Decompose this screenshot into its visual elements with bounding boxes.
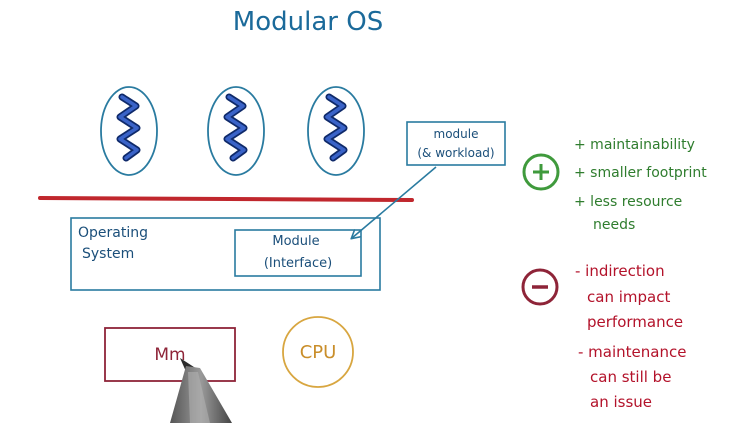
pros-item-4: needs <box>593 217 635 233</box>
operating-system-box: Operating System <box>70 217 381 291</box>
pros-item-2: + smaller footprint <box>574 165 707 181</box>
cons-item-6: an issue <box>590 393 652 411</box>
module-interface-line2: (Interface) <box>264 256 332 271</box>
process-3 <box>307 86 365 176</box>
process-2 <box>207 86 265 176</box>
os-label-line2: System <box>82 246 134 262</box>
module-arrow <box>352 166 437 238</box>
pros-section: + maintainability + smaller footprint + … <box>522 137 707 233</box>
cons-item-3: performance <box>587 313 683 331</box>
diagram-title: Modular OS <box>233 7 383 37</box>
plus-circle-icon <box>522 153 560 191</box>
cons-item-4: - maintenance <box>578 343 686 361</box>
cons-item-1: - indirection <box>575 262 665 280</box>
user-kernel-boundary <box>38 196 414 202</box>
cons-item-2: can impact <box>587 288 670 306</box>
os-label-line1: Operating <box>78 225 148 241</box>
process-1 <box>100 86 158 176</box>
pros-item-1: + maintainability <box>574 137 695 153</box>
minus-circle-icon <box>521 268 559 306</box>
pros-item-3: + less resource <box>574 194 682 210</box>
module-workload-line2: (& workload) <box>417 146 494 160</box>
pen-icon <box>170 358 232 423</box>
module-workload-box: module (& workload) <box>406 121 506 166</box>
cpu-circle: CPU <box>282 316 354 388</box>
cons-section: - indirection can impact performance - m… <box>521 262 686 411</box>
module-workload-line1: module <box>434 127 479 141</box>
memory-box: Mm <box>104 327 236 382</box>
cons-item-5: can still be <box>590 368 671 386</box>
module-interface-box: Module (Interface) <box>234 229 362 277</box>
memory-label: Mm <box>154 345 185 365</box>
module-interface-line1: Module <box>272 234 319 249</box>
cpu-label: CPU <box>300 342 337 363</box>
